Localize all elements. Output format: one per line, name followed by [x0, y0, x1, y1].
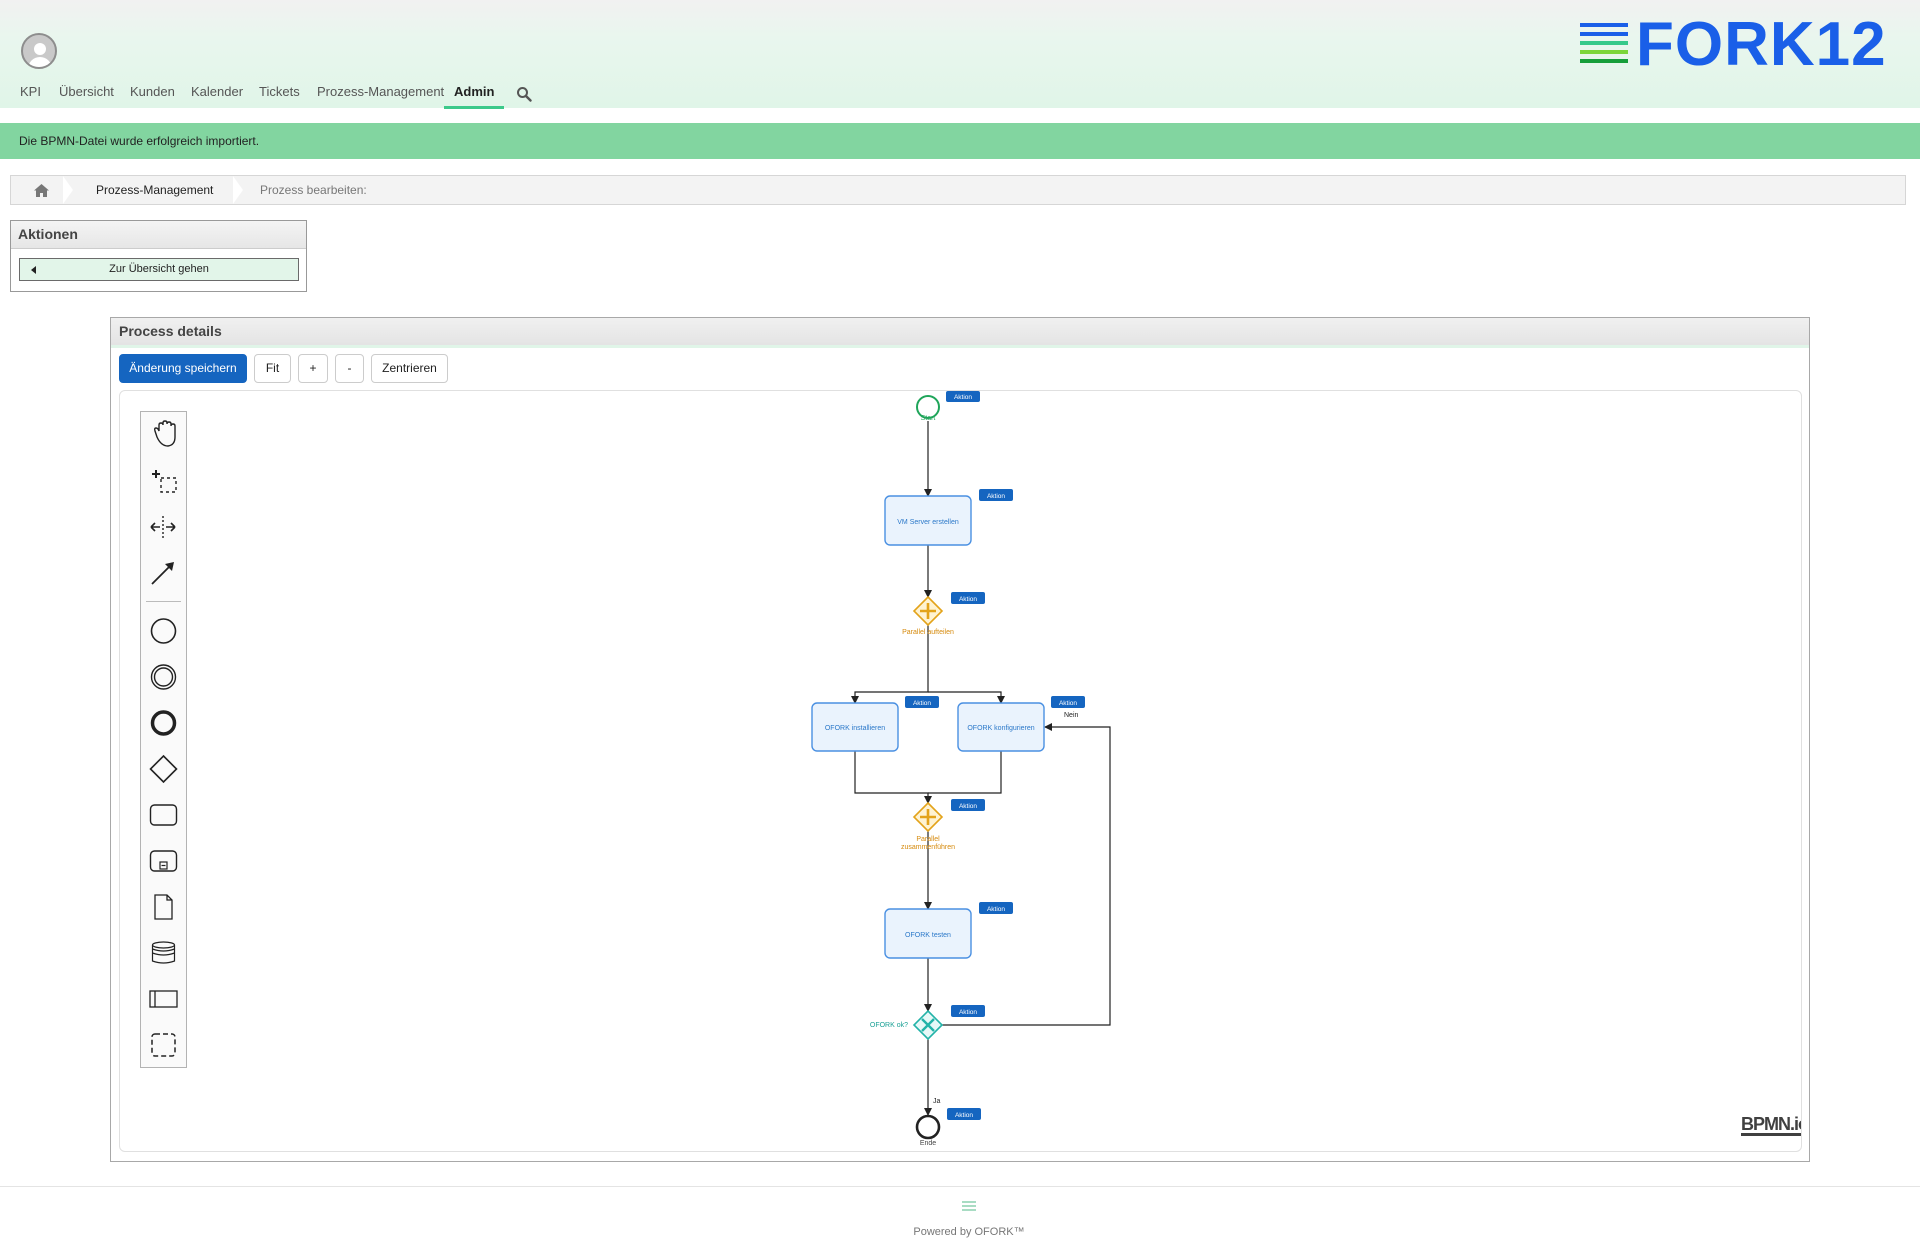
action-badge[interactable]: Aktion — [979, 489, 1013, 501]
breadcrumb-current: Prozess bearbeiten: — [260, 183, 367, 197]
gateway-decision-label: OFORK ok? — [870, 1022, 908, 1029]
action-badge[interactable]: Aktion — [947, 1108, 981, 1120]
action-badge-label: Aktion — [959, 803, 977, 810]
logo-bars-icon — [1580, 23, 1628, 68]
task-icon[interactable] — [141, 795, 186, 835]
actions-title: Aktionen — [11, 221, 306, 249]
data-object-icon[interactable] — [141, 887, 186, 927]
gateway-parallel-join[interactable]: Parallel zusammenführen — [901, 801, 955, 851]
ofork-logo-icon — [962, 1201, 976, 1213]
search-icon[interactable] — [516, 86, 532, 102]
action-badge-label: Aktion — [987, 906, 1005, 913]
task-vm-server-erstellen[interactable]: VM Server erstellen — [884, 495, 972, 546]
end-event-label: Ende — [920, 1140, 936, 1147]
action-badge-label: Aktion — [955, 1112, 973, 1119]
nav-item-uebersicht[interactable]: Übersicht — [59, 84, 114, 99]
end-event-icon[interactable] — [141, 703, 186, 743]
space-tool-icon[interactable] — [141, 507, 186, 547]
connect-tool-icon[interactable] — [141, 553, 186, 593]
action-badge-label: Aktion — [959, 596, 977, 603]
process-details-panel: Process details Änderung speichern Fit +… — [110, 317, 1810, 1162]
breadcrumb: Prozess-Management Prozess bearbeiten: — [10, 175, 1906, 205]
gateway-join-label-line2: zusammenführen — [901, 844, 955, 851]
bpmn-canvas[interactable]: Start VM Server erstellen Parallel aufte… — [119, 390, 1802, 1152]
task-label: OFORK testen — [905, 932, 951, 939]
nav-item-admin[interactable]: Admin — [443, 84, 506, 110]
notice-text: Die BPMN-Datei wurde erfolgreich importi… — [19, 134, 260, 148]
breadcrumb-home[interactable] — [11, 176, 71, 204]
logo-text: FORK12 — [1636, 10, 1887, 79]
action-badge-label: Aktion — [954, 394, 972, 401]
go-to-overview-label: Zur Übersicht gehen — [109, 263, 209, 275]
save-changes-button[interactable]: Änderung speichern — [119, 354, 247, 383]
zoom-in-button[interactable]: + — [298, 354, 328, 383]
logo: FORK12 — [1580, 14, 1886, 76]
task-ofork-installieren[interactable]: OFORK installieren — [811, 702, 899, 752]
fit-button[interactable]: Fit — [254, 354, 291, 383]
task-ofork-testen[interactable]: OFORK testen — [884, 908, 972, 959]
lasso-tool-icon[interactable] — [141, 461, 186, 501]
data-store-icon[interactable] — [141, 933, 186, 973]
nav-item-tickets[interactable]: Tickets — [259, 84, 300, 99]
subprocess-icon[interactable] — [141, 841, 186, 881]
flow-label-no: Nein — [1064, 712, 1079, 719]
action-badge-label: Aktion — [913, 700, 931, 707]
breadcrumb-separator — [233, 176, 243, 204]
success-notice: Die BPMN-Datei wurde erfolgreich importi… — [0, 123, 1920, 159]
bpmn-palette — [140, 411, 187, 1068]
gateway-icon[interactable] — [141, 749, 186, 789]
breadcrumb-prozess-management[interactable]: Prozess-Management — [96, 183, 214, 197]
action-badge[interactable]: Aktion — [951, 1005, 985, 1017]
gateway-exclusive-decision[interactable]: OFORK ok? — [870, 1009, 944, 1041]
nav-item-kpi[interactable]: KPI — [20, 84, 41, 99]
zoom-out-button[interactable]: - — [335, 354, 364, 383]
start-event[interactable]: Start — [916, 395, 940, 422]
action-badge[interactable]: Aktion — [946, 391, 980, 402]
start-event-icon[interactable] — [141, 611, 186, 651]
breadcrumb-separator — [63, 176, 73, 204]
bpmn-diagram[interactable]: Start VM Server erstellen Parallel aufte… — [120, 391, 1802, 1152]
group-icon[interactable] — [141, 1025, 186, 1065]
caret-left-icon — [31, 266, 36, 274]
action-badge[interactable]: Aktion — [905, 696, 939, 708]
task-label: VM Server erstellen — [897, 519, 959, 526]
start-event-label: Start — [921, 415, 936, 422]
bpmn-io-watermark[interactable]: BPMN.io — [1741, 1115, 1801, 1136]
header: FORK12 KPI Übersicht Kunden Kalender Tic… — [0, 0, 1920, 110]
action-badge[interactable]: Aktion — [1051, 696, 1085, 708]
action-badge[interactable]: Aktion — [979, 902, 1013, 914]
sequence-flows — [851, 421, 1111, 1116]
action-badge-label: Aktion — [1059, 700, 1077, 707]
footer-divider — [0, 1186, 1920, 1187]
action-badge-label: Aktion — [987, 493, 1005, 500]
action-badge[interactable]: Aktion — [951, 799, 985, 811]
go-to-overview-button[interactable]: Zur Übersicht gehen — [19, 258, 299, 281]
task-label: OFORK installieren — [825, 725, 885, 732]
actions-box: Aktionen Zur Übersicht gehen — [10, 220, 307, 292]
action-badge-label: Aktion — [959, 1009, 977, 1016]
center-button[interactable]: Zentrieren — [371, 354, 448, 383]
action-badge[interactable]: Aktion — [951, 592, 985, 604]
nav-item-kalender[interactable]: Kalender — [191, 84, 244, 99]
nav-item-kunden[interactable]: Kunden — [130, 84, 175, 99]
pool-icon[interactable] — [141, 979, 186, 1019]
gateway-parallel-split[interactable]: Parallel aufteilen — [902, 595, 954, 636]
nav-item-prozess-management[interactable]: Prozess-Management — [317, 84, 445, 99]
gateway-split-label: Parallel aufteilen — [902, 629, 954, 636]
task-label: OFORK konfigurieren — [967, 725, 1034, 732]
flow-label-yes: Ja — [933, 1098, 941, 1105]
home-icon — [34, 184, 49, 197]
task-ofork-konfigurieren[interactable]: OFORK konfigurieren — [957, 702, 1045, 752]
user-avatar[interactable] — [21, 33, 57, 69]
end-event[interactable]: Ende — [915, 1114, 941, 1147]
gateway-join-label-line1: Parallel — [916, 836, 940, 843]
hand-tool-icon[interactable] — [141, 415, 186, 455]
footer-powered-by: Powered by OFORK™ — [913, 1226, 1025, 1238]
intermediate-event-icon[interactable] — [141, 657, 186, 697]
process-details-title: Process details — [111, 318, 1809, 346]
